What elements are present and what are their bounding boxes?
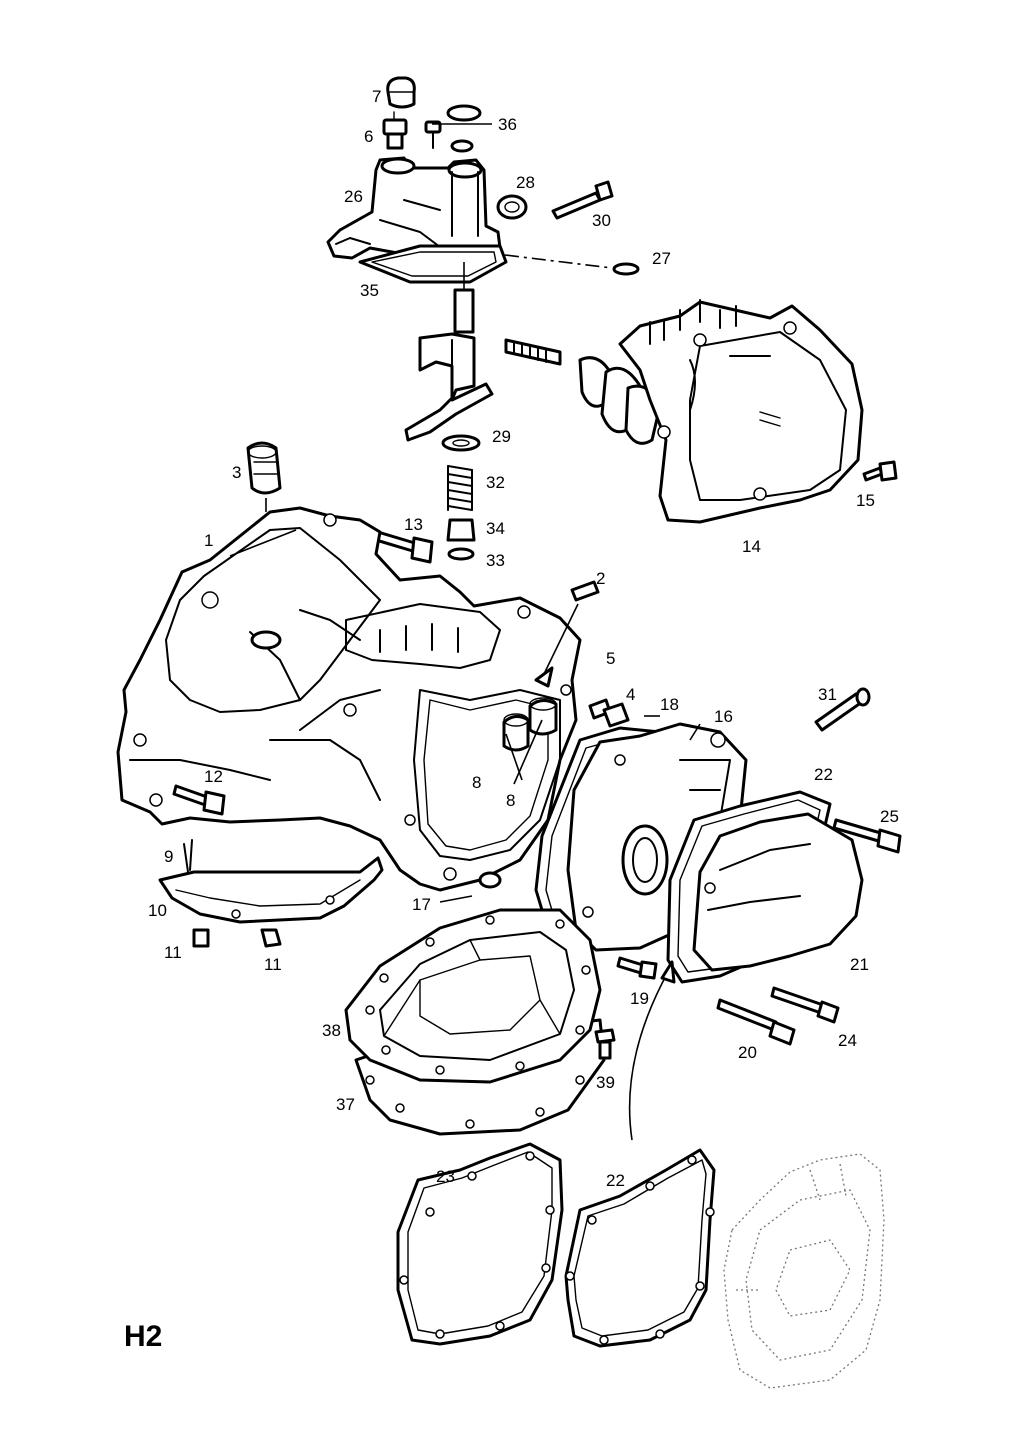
callout-labels: 1 2 3 4 5 6 7 8 8 9 10 11 11 12 13 14 15…: [148, 87, 899, 1190]
callout-19: 19: [630, 989, 649, 1008]
part-25-bolt: [832, 818, 902, 854]
part-6-breather: [382, 111, 408, 150]
callout-23: 23: [436, 1167, 455, 1186]
part-30-bolt: [551, 180, 614, 220]
callout-5: 5: [606, 649, 615, 668]
callout-9: 9: [164, 847, 173, 866]
part-3-bush: [246, 441, 282, 495]
callout-8b: 8: [506, 791, 515, 810]
part-22-gasket-lower: [564, 1148, 716, 1348]
part-32-spring: [447, 465, 473, 511]
callout-27: 27: [652, 249, 671, 268]
part-17-plug: [478, 871, 502, 889]
callout-29: 29: [492, 427, 511, 446]
part-36-plug-and-screw: [424, 104, 482, 153]
callout-26: 26: [344, 187, 363, 206]
callout-1: 1: [204, 531, 213, 550]
callout-13: 13: [404, 515, 423, 534]
callout-2: 2: [596, 569, 605, 588]
callout-10: 10: [148, 901, 167, 920]
part-7-cap: [386, 76, 416, 109]
part-10-cover-plate: [158, 856, 384, 924]
callout-34: 34: [486, 519, 505, 538]
callout-8a: 8: [472, 773, 481, 792]
callout-3: 3: [232, 463, 241, 482]
part-39-screw: [594, 1028, 616, 1060]
callout-11a: 11: [164, 943, 182, 962]
part-8-sleeves: [502, 697, 558, 752]
callout-30: 30: [592, 211, 611, 230]
callout-31: 31: [818, 685, 837, 704]
part-1-clutch-housing: [116, 506, 582, 892]
callout-16: 16: [714, 707, 733, 726]
callout-15: 15: [856, 491, 875, 510]
part-14-gear-assembly: [504, 299, 864, 524]
callout-36: 36: [498, 115, 517, 134]
callout-24: 24: [838, 1031, 857, 1050]
callout-38: 38: [322, 1021, 341, 1040]
callout-33: 33: [486, 551, 505, 570]
callout-21: 21: [850, 955, 869, 974]
part-15-bolt: [862, 460, 898, 482]
part-24-bolt: [770, 986, 840, 1024]
part-38-sump-pan: [344, 908, 602, 1084]
callout-37: 37: [336, 1095, 355, 1114]
part-21-end-cover: [692, 812, 864, 972]
callout-12: 12: [204, 767, 223, 786]
part-11-screws: [192, 928, 282, 948]
callout-28: 28: [516, 173, 535, 192]
shift-rod-finger: [404, 288, 494, 442]
part-23-gasket: [396, 1142, 564, 1346]
callout-22a: 22: [814, 765, 833, 784]
callout-6: 6: [364, 127, 373, 146]
part-5-4-plug: [588, 698, 630, 728]
part-9-clip: [183, 839, 193, 873]
part-34-sleeve: [446, 518, 476, 542]
callout-39: 39: [596, 1073, 615, 1092]
part-20-bolt: [716, 998, 796, 1046]
part-29-washer: [441, 434, 481, 452]
part-33-circlip: [447, 547, 475, 561]
part-26-shift-tower: [326, 156, 502, 260]
callout-18: 18: [660, 695, 679, 714]
part-12-bolt: [172, 784, 226, 816]
part-13-bolt: [374, 530, 434, 564]
callout-32: 32: [486, 473, 505, 492]
ghost-housing-outline: [723, 1153, 885, 1389]
part-35-gasket: [358, 244, 508, 284]
callout-22b: 22: [606, 1171, 625, 1190]
part-28-seal: [496, 194, 528, 220]
callout-25: 25: [880, 807, 899, 826]
callout-35: 35: [360, 281, 379, 300]
callout-7: 7: [372, 87, 381, 106]
callout-14: 14: [742, 537, 761, 556]
part-27-washer: [612, 262, 640, 276]
leader-lines: [229, 123, 701, 903]
callout-17: 17: [412, 895, 431, 914]
sheet-code: H2: [124, 1320, 162, 1353]
part-2-pin: [570, 580, 600, 602]
part-31-pin: [814, 687, 871, 732]
callout-20: 20: [738, 1043, 757, 1062]
callout-4: 4: [626, 685, 635, 704]
part-19-bolt: [616, 956, 658, 980]
callout-11b: 11: [264, 955, 282, 974]
